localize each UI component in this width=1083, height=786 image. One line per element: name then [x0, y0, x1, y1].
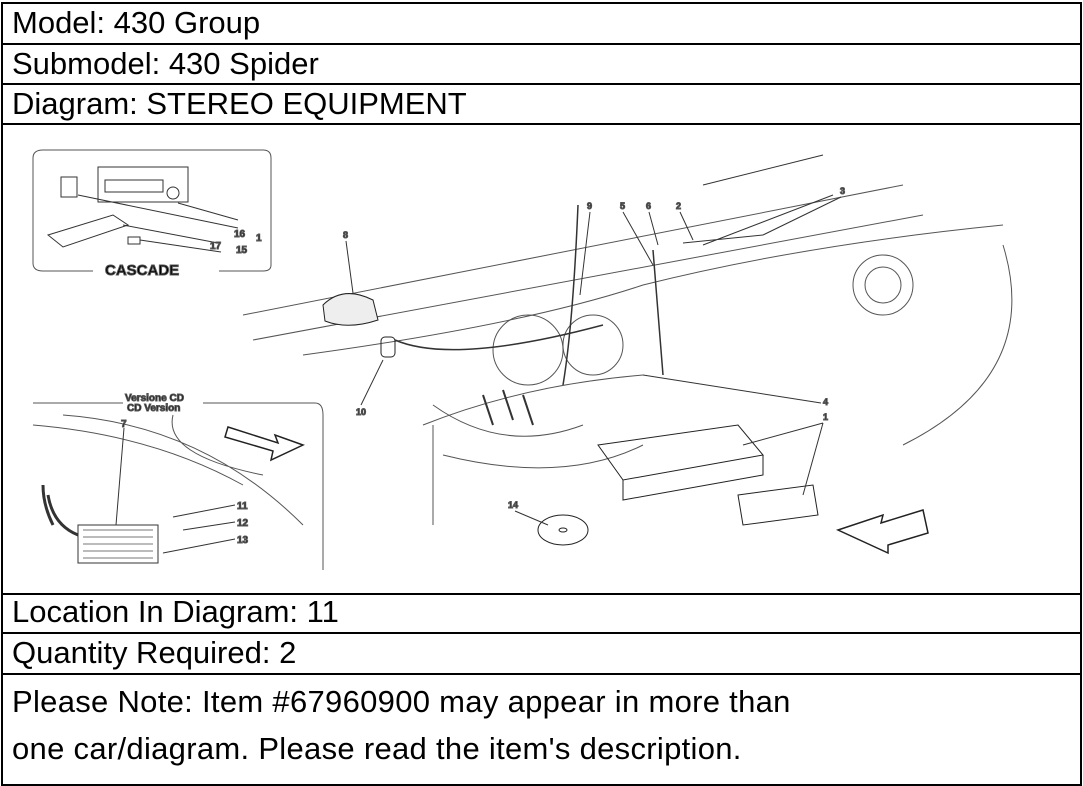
quantity-label: Quantity Required: 2 — [3, 634, 1080, 675]
callout-6: 6 — [646, 201, 651, 211]
callout-1: 1 — [823, 412, 828, 422]
callout-10: 10 — [356, 407, 366, 417]
callout-1-inset: 1 — [256, 233, 262, 244]
cd-version-inset: Versione CD CD Version 7 11 12 13 — [32, 393, 324, 570]
callout-8: 8 — [343, 230, 348, 240]
callout-16: 16 — [234, 229, 246, 240]
callout-12: 12 — [237, 518, 249, 529]
callout-17: 17 — [210, 241, 222, 252]
location-label: Location In Diagram: 11 — [3, 593, 1080, 634]
cd-title-it: Versione CD — [125, 393, 184, 404]
callout-4: 4 — [823, 397, 828, 407]
note-line-2: one car/diagram. Please read the item's … — [12, 731, 742, 766]
callout-2: 2 — [676, 201, 681, 211]
cascade-inset: 16 17 15 1 CASCADE — [32, 149, 272, 280]
callout-7: 7 — [121, 419, 127, 430]
callout-13: 13 — [237, 535, 249, 546]
callout-11: 11 — [237, 501, 248, 512]
callout-15: 15 — [236, 245, 248, 256]
submodel-label: Submodel: 430 Spider — [3, 45, 1080, 85]
callout-5: 5 — [620, 201, 625, 211]
parts-diagram: 16 17 15 1 CASCADE Versione CD CD Versio… — [3, 125, 1080, 595]
note-text: Please Note: Item #67960900 may appear i… — [3, 675, 1080, 784]
note-line-1: Please Note: Item #67960900 may appear i… — [12, 684, 791, 719]
callout-9: 9 — [587, 201, 592, 211]
callout-3: 3 — [840, 186, 845, 196]
diagram-label: Diagram: STEREO EQUIPMENT — [3, 85, 1080, 125]
cd-title-en: CD Version — [127, 403, 180, 414]
callout-14: 14 — [508, 500, 518, 510]
cascade-title: CASCADE — [105, 262, 179, 279]
dashboard-drawing — [242, 154, 1013, 555]
model-label: Model: 430 Group — [3, 4, 1080, 45]
